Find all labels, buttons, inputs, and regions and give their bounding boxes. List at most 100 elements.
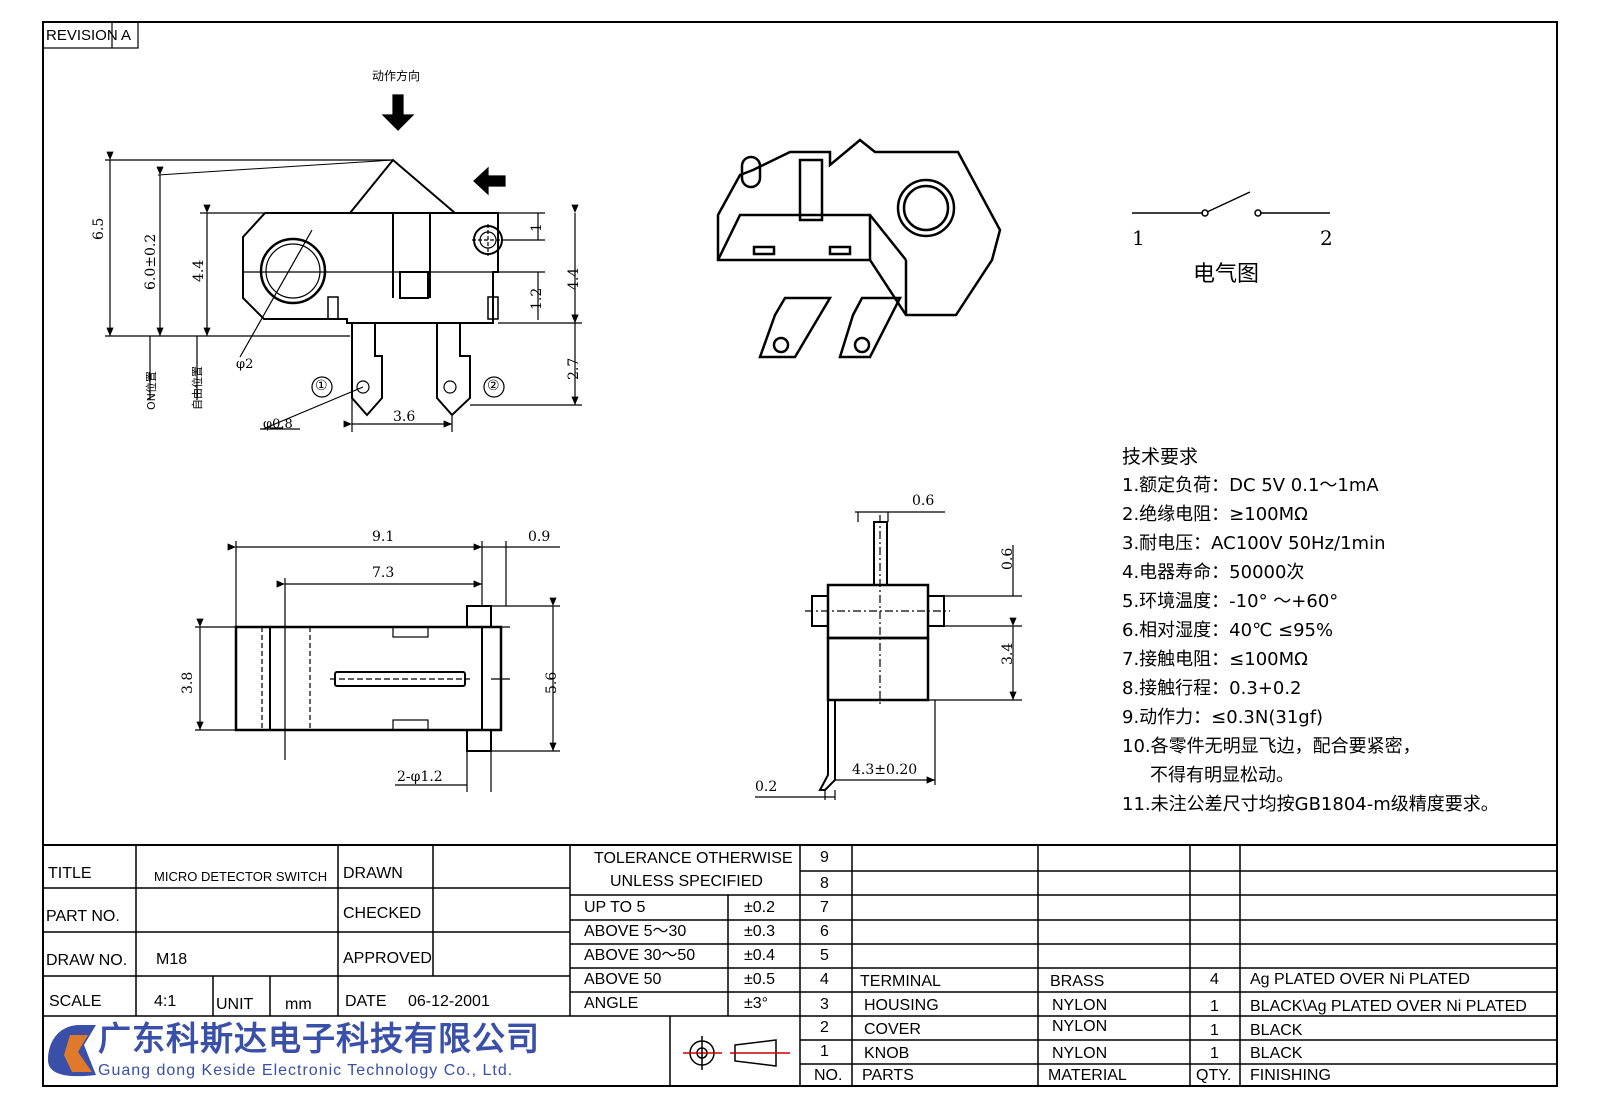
bom-no: 2 xyxy=(820,1019,829,1036)
tolerance-value: ±3° xyxy=(744,995,769,1012)
checked-label: CHECKED xyxy=(343,905,422,922)
bom-material: NYLON xyxy=(1052,1045,1108,1062)
dim-holes: 2-φ1.2 xyxy=(397,769,443,785)
requirement-line: 6.相对湿度：40℃ ≤95% xyxy=(1122,620,1334,641)
company-name-en: Guang dong Keside Electronic Technology … xyxy=(98,1062,514,1079)
drawn-label: DRAWN xyxy=(343,865,403,882)
dim-side-0-6-right: 0.6 xyxy=(1000,547,1016,570)
revision-value: A xyxy=(121,27,132,44)
bom-no: 4 xyxy=(820,971,829,988)
bom-qty: 1 xyxy=(1210,998,1219,1015)
requirement-line: 7.接触电阻：≤100MΩ xyxy=(1122,649,1308,670)
dim-4-4-right: 4.4 xyxy=(566,267,582,290)
dim-3-8: 3.8 xyxy=(180,671,196,694)
scale-value: 4:1 xyxy=(154,993,177,1010)
dim-3-6: 3.6 xyxy=(393,409,416,425)
requirement-line: 不得有明显松动。 xyxy=(1150,765,1294,786)
schematic-pin-2: 2 xyxy=(1320,226,1333,250)
dim-7-3: 7.3 xyxy=(372,565,395,581)
tolerance-range: UP TO 5 xyxy=(584,899,646,916)
draw-no-label: DRAW NO. xyxy=(46,952,128,969)
title-label: TITLE xyxy=(48,865,92,882)
top-view xyxy=(195,541,560,792)
bom-qty: 1 xyxy=(1210,1045,1219,1062)
bom-finishing: BLACK xyxy=(1250,1022,1303,1039)
tolerance-header-2: UNLESS SPECIFIED xyxy=(610,873,763,890)
requirement-line: 1.额定负荷：DC 5V 0.1～1mA xyxy=(1122,475,1379,496)
on-position-label: ON位置 xyxy=(145,371,158,410)
dim-6-5: 6.5 xyxy=(91,217,107,240)
tolerance-value: ±0.2 xyxy=(744,899,776,916)
bom-no: 7 xyxy=(820,899,829,916)
dim-phi0-8: φ0.8 xyxy=(263,417,293,432)
bom-no: 6 xyxy=(820,923,829,940)
action-direction-label: 动作方向 xyxy=(372,69,421,83)
bom-finishing: BLACK xyxy=(1250,1045,1303,1062)
free-position-label: 自由位置 xyxy=(191,366,204,410)
bom-no: 8 xyxy=(820,875,829,892)
date-label: DATE xyxy=(345,993,387,1010)
bom-no: 3 xyxy=(820,996,829,1013)
dim-side-4-3: 4.3±0.20 xyxy=(852,762,918,778)
bom-header-parts: PARTS xyxy=(862,1067,914,1084)
requirement-line: 4.电器寿命：50000次 xyxy=(1122,562,1305,583)
schematic xyxy=(1132,191,1330,217)
company-name-cn: 广东科斯达电子科技有限公司 xyxy=(98,1019,540,1058)
tolerance-header-1: TOLERANCE OTHERWISE xyxy=(594,850,793,867)
dim-phi2: φ2 xyxy=(236,357,254,372)
pin-2-marker: ② xyxy=(487,378,500,394)
bom-part: TERMINAL xyxy=(860,973,941,990)
bom-header-qty: QTY. xyxy=(1196,1067,1232,1084)
tolerance-range: ABOVE 30～50 xyxy=(584,947,696,964)
revision-label: REVISION xyxy=(46,27,118,44)
date-value: 06-12-2001 xyxy=(408,993,490,1010)
dim-9-1: 9.1 xyxy=(372,529,395,545)
bom-no: 1 xyxy=(820,1043,829,1060)
unit-label: UNIT xyxy=(216,996,254,1013)
scale-label: SCALE xyxy=(49,993,102,1010)
tolerance-range: ABOVE 50 xyxy=(584,971,662,988)
bom-header-material: MATERIAL xyxy=(1048,1067,1127,1084)
title-block-grid xyxy=(43,844,1557,1086)
requirement-line: 2.绝缘电阻：≥100MΩ xyxy=(1122,504,1308,525)
tolerance-value: ±0.3 xyxy=(744,923,776,940)
bom-no: 5 xyxy=(820,947,829,964)
bom-header-no: NO. xyxy=(814,1067,843,1084)
requirements-heading: 技术要求 xyxy=(1122,446,1199,468)
bom-qty: 1 xyxy=(1210,1022,1219,1039)
dim-side-0-6-top: 0.6 xyxy=(912,493,935,509)
dim-4-4-left: 4.4 xyxy=(191,259,207,282)
schematic-caption: 电气图 xyxy=(1193,262,1260,287)
tolerance-range: ANGLE xyxy=(584,995,639,1012)
bom-finishing: Ag PLATED OVER Ni PLATED xyxy=(1250,971,1470,988)
dim-1: 1 xyxy=(529,223,545,232)
requirement-line: 9.动作力：≤0.3N(31gf) xyxy=(1122,707,1324,728)
schematic-pin-1: 1 xyxy=(1132,226,1145,250)
tolerance-value: ±0.5 xyxy=(744,971,776,988)
requirement-line: 11.未注公差尺寸均按GB1804-m级精度要求。 xyxy=(1122,794,1499,815)
dim-2-7: 2.7 xyxy=(566,357,582,380)
requirement-line: 3.耐电压：AC100V 50Hz/1min xyxy=(1122,533,1386,554)
bom-qty: 4 xyxy=(1210,971,1219,988)
unit-value: mm xyxy=(285,996,312,1013)
requirement-line: 5.环境温度：-10° ～+60° xyxy=(1122,591,1339,612)
dim-0-9: 0.9 xyxy=(528,529,551,545)
bom-header-finishing: FINISHING xyxy=(1250,1067,1331,1084)
side-view xyxy=(755,511,1022,800)
pin-1-marker: ① xyxy=(315,378,328,394)
tolerance-value: ±0.4 xyxy=(744,947,776,964)
requirement-line: 10.各零件无明显飞边，配合要紧密， xyxy=(1122,736,1421,757)
approved-label: APPROVED xyxy=(343,950,432,967)
bom-material: BRASS xyxy=(1050,973,1105,990)
bom-material: NYLON xyxy=(1052,997,1108,1014)
bom-part: HOUSING xyxy=(864,997,939,1014)
bom-no: 9 xyxy=(820,849,829,866)
dim-side-3-4: 3.4 xyxy=(1000,642,1016,665)
front-view xyxy=(105,94,582,432)
part-no-label: PART NO. xyxy=(46,908,120,925)
company-logo xyxy=(48,1025,96,1077)
dim-5-6: 5.6 xyxy=(544,671,560,694)
tolerance-range: ABOVE 5～30 xyxy=(584,923,687,940)
